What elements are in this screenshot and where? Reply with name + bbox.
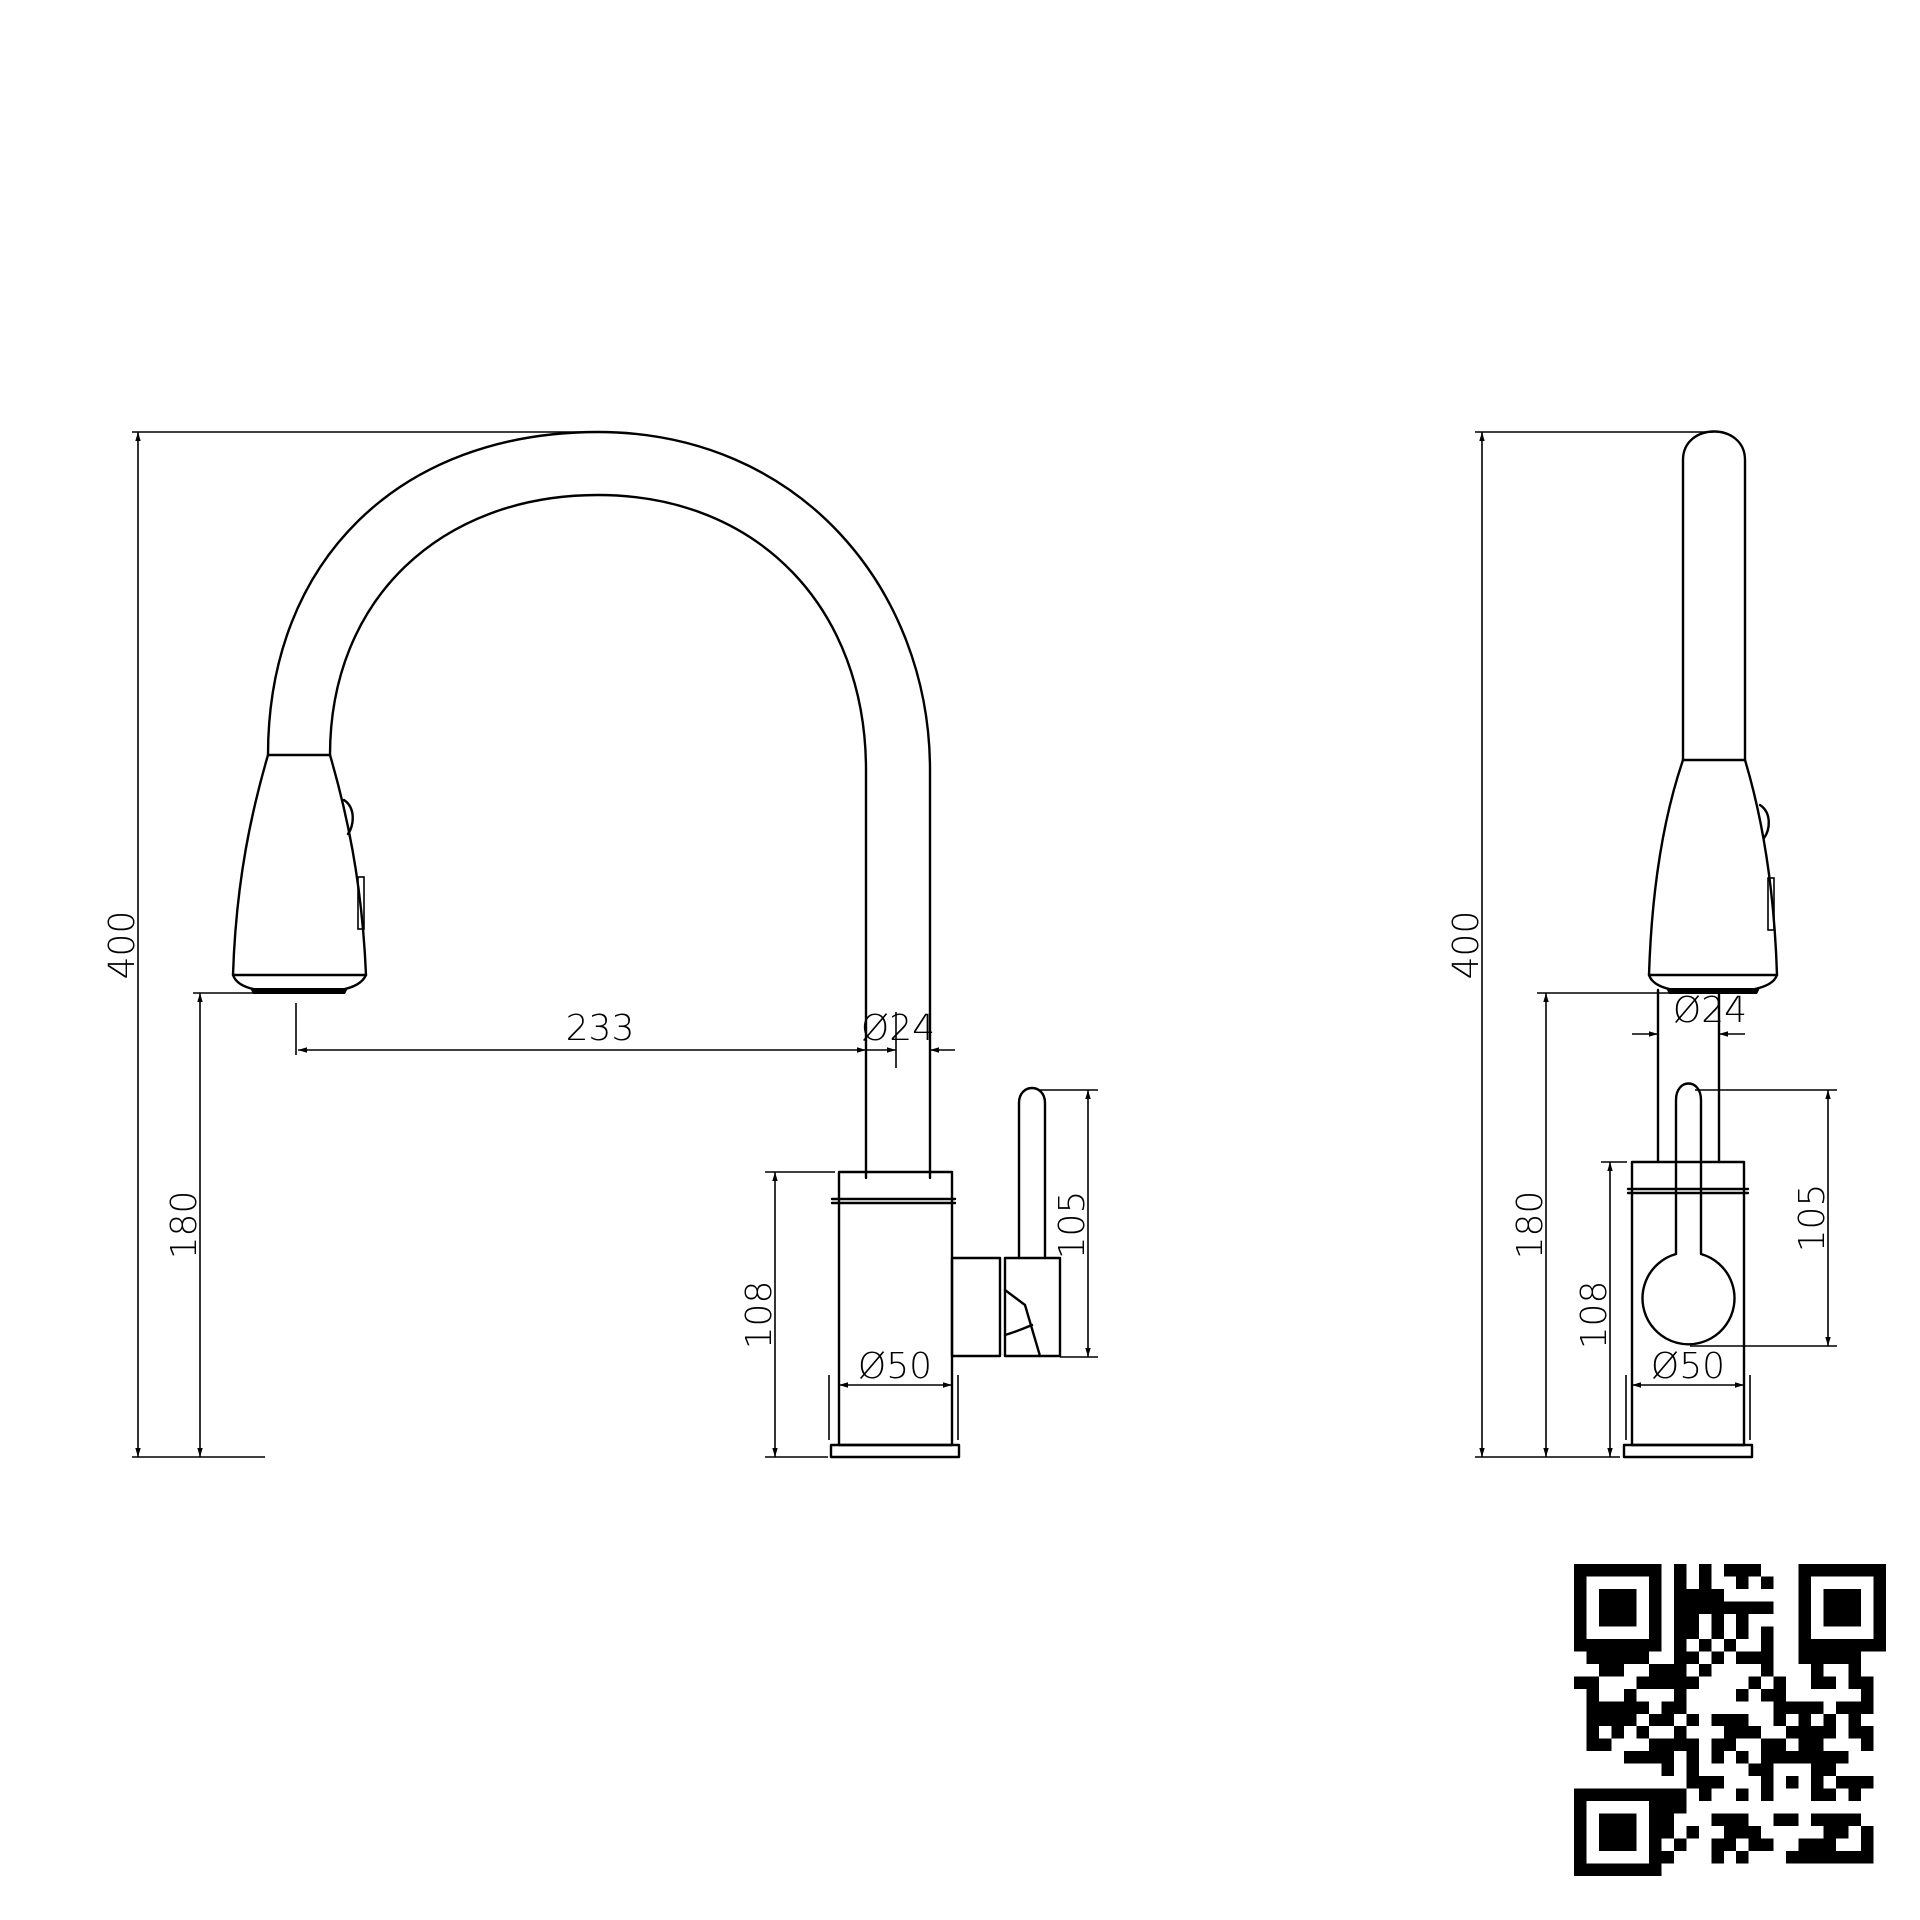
front-view: 400 180 233 Ø24 108 Ø50 105 xyxy=(102,430,1098,1459)
dim-108-label: 108 xyxy=(739,1281,780,1350)
dim-105-label: 105 xyxy=(1052,1191,1093,1260)
side-spray-nozzles xyxy=(1666,988,1760,994)
side-dim-400-label: 400 xyxy=(1446,911,1487,980)
spray-head-right xyxy=(328,753,368,977)
dim-180-label: 180 xyxy=(164,1191,205,1260)
dim-50-label: Ø50 xyxy=(858,1346,932,1387)
spout-outer-contour xyxy=(266,430,932,1180)
body xyxy=(837,1170,954,1447)
spout-inner-contour xyxy=(328,493,868,1180)
spray-face xyxy=(231,973,368,992)
side-spray-head-right xyxy=(1743,758,1779,977)
side-dim-24-label: Ø24 xyxy=(1673,990,1747,1031)
dim-400-label: 400 xyxy=(102,911,143,980)
qr-code[interactable] xyxy=(1574,1564,1886,1876)
qr-data-modules xyxy=(1574,1564,1874,1864)
side-body xyxy=(1630,1160,1746,1447)
side-base-plate xyxy=(1622,1443,1754,1459)
side-spray-button xyxy=(1758,803,1770,840)
spray-head-left xyxy=(231,753,270,977)
spray-switch xyxy=(357,876,365,930)
base-plate xyxy=(829,1443,961,1459)
qr-finder-bottom-left xyxy=(1574,1788,1662,1876)
side-view: 400 180 Ø24 108 Ø50 105 xyxy=(1446,430,1837,1459)
side-spray-switch xyxy=(1767,877,1775,931)
lever-connector xyxy=(950,1256,1002,1358)
side-lever-handle xyxy=(1641,1082,1736,1346)
qr-finder-top-right xyxy=(1798,1564,1886,1652)
lever-block xyxy=(1003,1256,1062,1358)
side-dim-108-label: 108 xyxy=(1574,1281,1615,1350)
spray-button xyxy=(342,798,354,836)
dim-24-label: Ø24 xyxy=(861,1008,935,1049)
side-spray-face xyxy=(1647,973,1779,992)
spray-nozzles xyxy=(250,988,348,994)
lever-handle xyxy=(1017,1086,1047,1260)
side-spout xyxy=(1681,430,1747,762)
side-spray-head-left xyxy=(1647,758,1685,977)
side-dim-50-label: Ø50 xyxy=(1651,1346,1725,1387)
qr-finder-top-left xyxy=(1574,1564,1662,1652)
side-dim-180-label: 180 xyxy=(1510,1191,1551,1260)
lever-detail xyxy=(1003,1288,1042,1358)
side-dim-105-label: 105 xyxy=(1792,1184,1833,1253)
dim-233-label: 233 xyxy=(566,1008,635,1049)
